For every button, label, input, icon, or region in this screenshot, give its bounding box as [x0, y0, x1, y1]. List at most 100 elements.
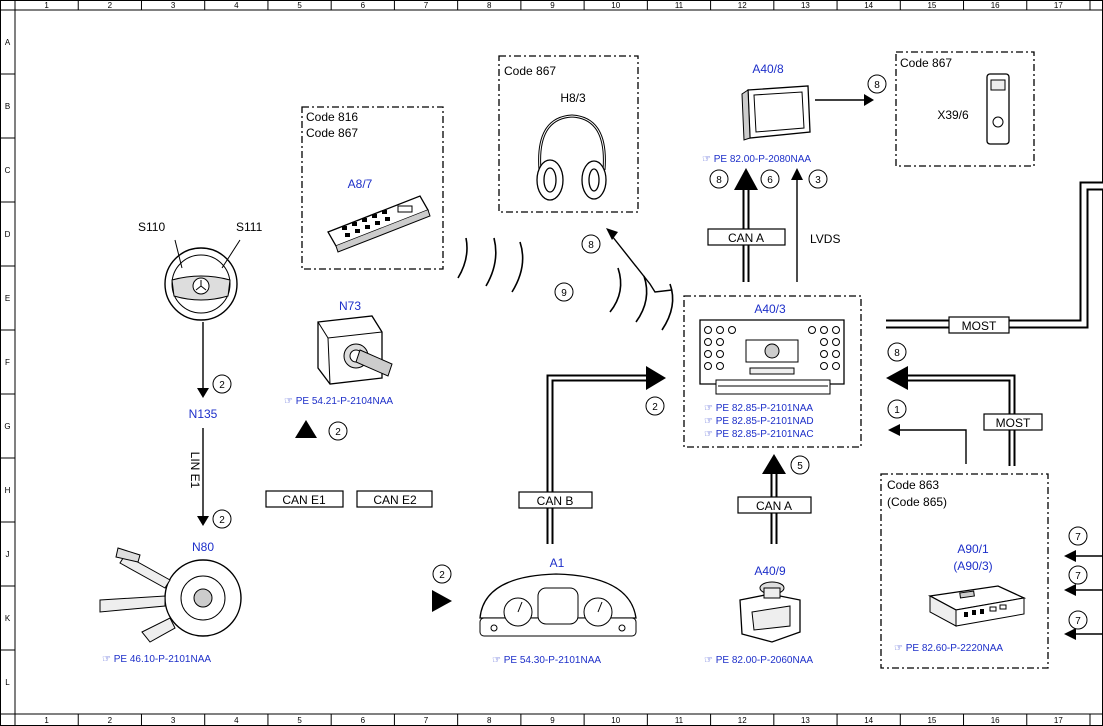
lin-e1-label: LIN E1: [188, 452, 202, 489]
column-number: 10: [611, 716, 620, 725]
ref-a90-1: ☞ PE 82.60-P-2220NAA: [894, 643, 1003, 654]
signal-8-ir: 8: [588, 240, 594, 251]
column-number: 12: [738, 1, 747, 10]
row-letter: A: [5, 38, 11, 47]
display-icon: [741, 85, 811, 141]
can-a-top-label: CAN A: [728, 231, 764, 245]
can-e2-label: CAN E2: [373, 493, 417, 507]
signal-7-c: 7: [1075, 616, 1081, 627]
column-number: 11: [675, 1, 684, 10]
ref-a40-3-3: ☞ PE 82.85-P-2101NAC: [704, 429, 814, 440]
n80-label: N80: [192, 540, 214, 554]
column-number: 17: [1054, 716, 1063, 725]
column-number: 3: [171, 1, 176, 10]
signal-8-usb: 8: [874, 80, 880, 91]
a40-9-label: A40/9: [754, 564, 786, 578]
column-number: 14: [864, 1, 873, 10]
x39-6-label: X39/6: [937, 108, 969, 122]
column-number: 16: [991, 716, 1000, 725]
column-number: 15: [927, 1, 936, 10]
column-number: 16: [991, 1, 1000, 10]
can-a-bottom-label: CAN A: [756, 499, 792, 513]
row-letter: J: [6, 550, 10, 559]
row-letter: K: [5, 614, 11, 623]
signal-8-most: 8: [894, 348, 900, 359]
row-letter: H: [5, 486, 11, 495]
row-letter: F: [5, 358, 10, 367]
steering-column-module-icon: [99, 547, 242, 643]
column-number: 6: [361, 716, 366, 725]
incoming-arrows: [1064, 550, 1103, 640]
column-number: 14: [864, 716, 873, 725]
a40-8-label: A40/8: [752, 62, 784, 76]
code-867-remote-label: Code 867: [306, 126, 358, 140]
column-number: 1: [44, 1, 49, 10]
a40-3-label: A40/3: [754, 302, 786, 316]
row-letter: G: [4, 422, 10, 431]
row-letter: D: [5, 230, 11, 239]
ref-a40-9: ☞ PE 82.00-P-2060NAA: [704, 655, 813, 666]
column-number: 2: [108, 716, 113, 725]
steering-wheel-icon: [164, 239, 241, 321]
a90-3-label: (A90/3): [953, 559, 992, 573]
camera-module-icon: [739, 581, 801, 643]
column-number: 10: [611, 1, 620, 10]
signal-2-n135: 2: [219, 380, 225, 391]
signal-6-up: 6: [767, 175, 773, 186]
signal-2-canb: 2: [652, 402, 658, 413]
signal-2-n80: 2: [219, 515, 225, 526]
column-number: 5: [297, 716, 302, 725]
most-top-label: MOST: [962, 319, 997, 333]
code-865-label: (Code 865): [887, 495, 947, 509]
column-number: 4: [234, 716, 239, 725]
ref-a40-3-1: ☞ PE 82.85-P-2101NAA: [704, 403, 813, 414]
head-unit-icon: [699, 319, 845, 395]
s111-label: S111: [236, 220, 263, 234]
row-letter: B: [5, 102, 10, 111]
code-867-headphones-label: Code 867: [504, 64, 556, 78]
ref-a1: ☞ PE 54.30-P-2101NAA: [492, 655, 601, 666]
infrared-waves: [457, 237, 674, 331]
column-number: 11: [675, 716, 684, 725]
column-number: 15: [927, 716, 936, 725]
ref-a40-3-2: ☞ PE 82.85-P-2101NAD: [704, 416, 814, 427]
instrument-cluster-icon: [479, 573, 637, 637]
column-number: 2: [108, 1, 113, 10]
h8-3-label: H8/3: [560, 91, 586, 105]
code-867-usb-label: Code 867: [900, 56, 952, 70]
column-number: 13: [801, 716, 810, 725]
signal-8-up: 8: [716, 175, 722, 186]
signal-2-cane1: 2: [335, 427, 341, 438]
column-number: 4: [234, 1, 239, 10]
most-right-label: MOST: [996, 416, 1031, 430]
row-letter: E: [5, 294, 10, 303]
column-number: 8: [487, 716, 492, 725]
can-b-label: CAN B: [537, 494, 574, 508]
signal-2-cane2: 2: [439, 570, 445, 581]
ignition-switch-icon: [317, 315, 393, 385]
ref-n80: ☞ PE 46.10-P-2101NAA: [102, 654, 211, 665]
usb-socket-icon: [986, 73, 1010, 145]
row-letter: L: [5, 678, 10, 687]
ref-a40-8: ☞ PE 82.00-P-2080NAA: [702, 154, 811, 165]
column-number: 7: [424, 1, 429, 10]
column-number: 6: [361, 1, 366, 10]
column-number: 9: [550, 1, 555, 10]
column-number: 8: [487, 1, 492, 10]
column-number: 1: [44, 716, 49, 725]
signal-3-lvds: 3: [815, 175, 821, 186]
signal-1-tv: 1: [894, 405, 900, 416]
column-number: 17: [1054, 1, 1063, 10]
column-number: 7: [424, 716, 429, 725]
column-number: 3: [171, 716, 176, 725]
n135-label: N135: [189, 407, 218, 421]
column-number: 5: [297, 1, 302, 10]
ref-n73: ☞ PE 54.21-P-2104NAA: [284, 396, 393, 407]
signal-9-ir: 9: [561, 288, 567, 299]
a90-1-label: A90/1: [957, 542, 989, 556]
row-letter: C: [5, 166, 11, 175]
column-number: 13: [801, 1, 810, 10]
